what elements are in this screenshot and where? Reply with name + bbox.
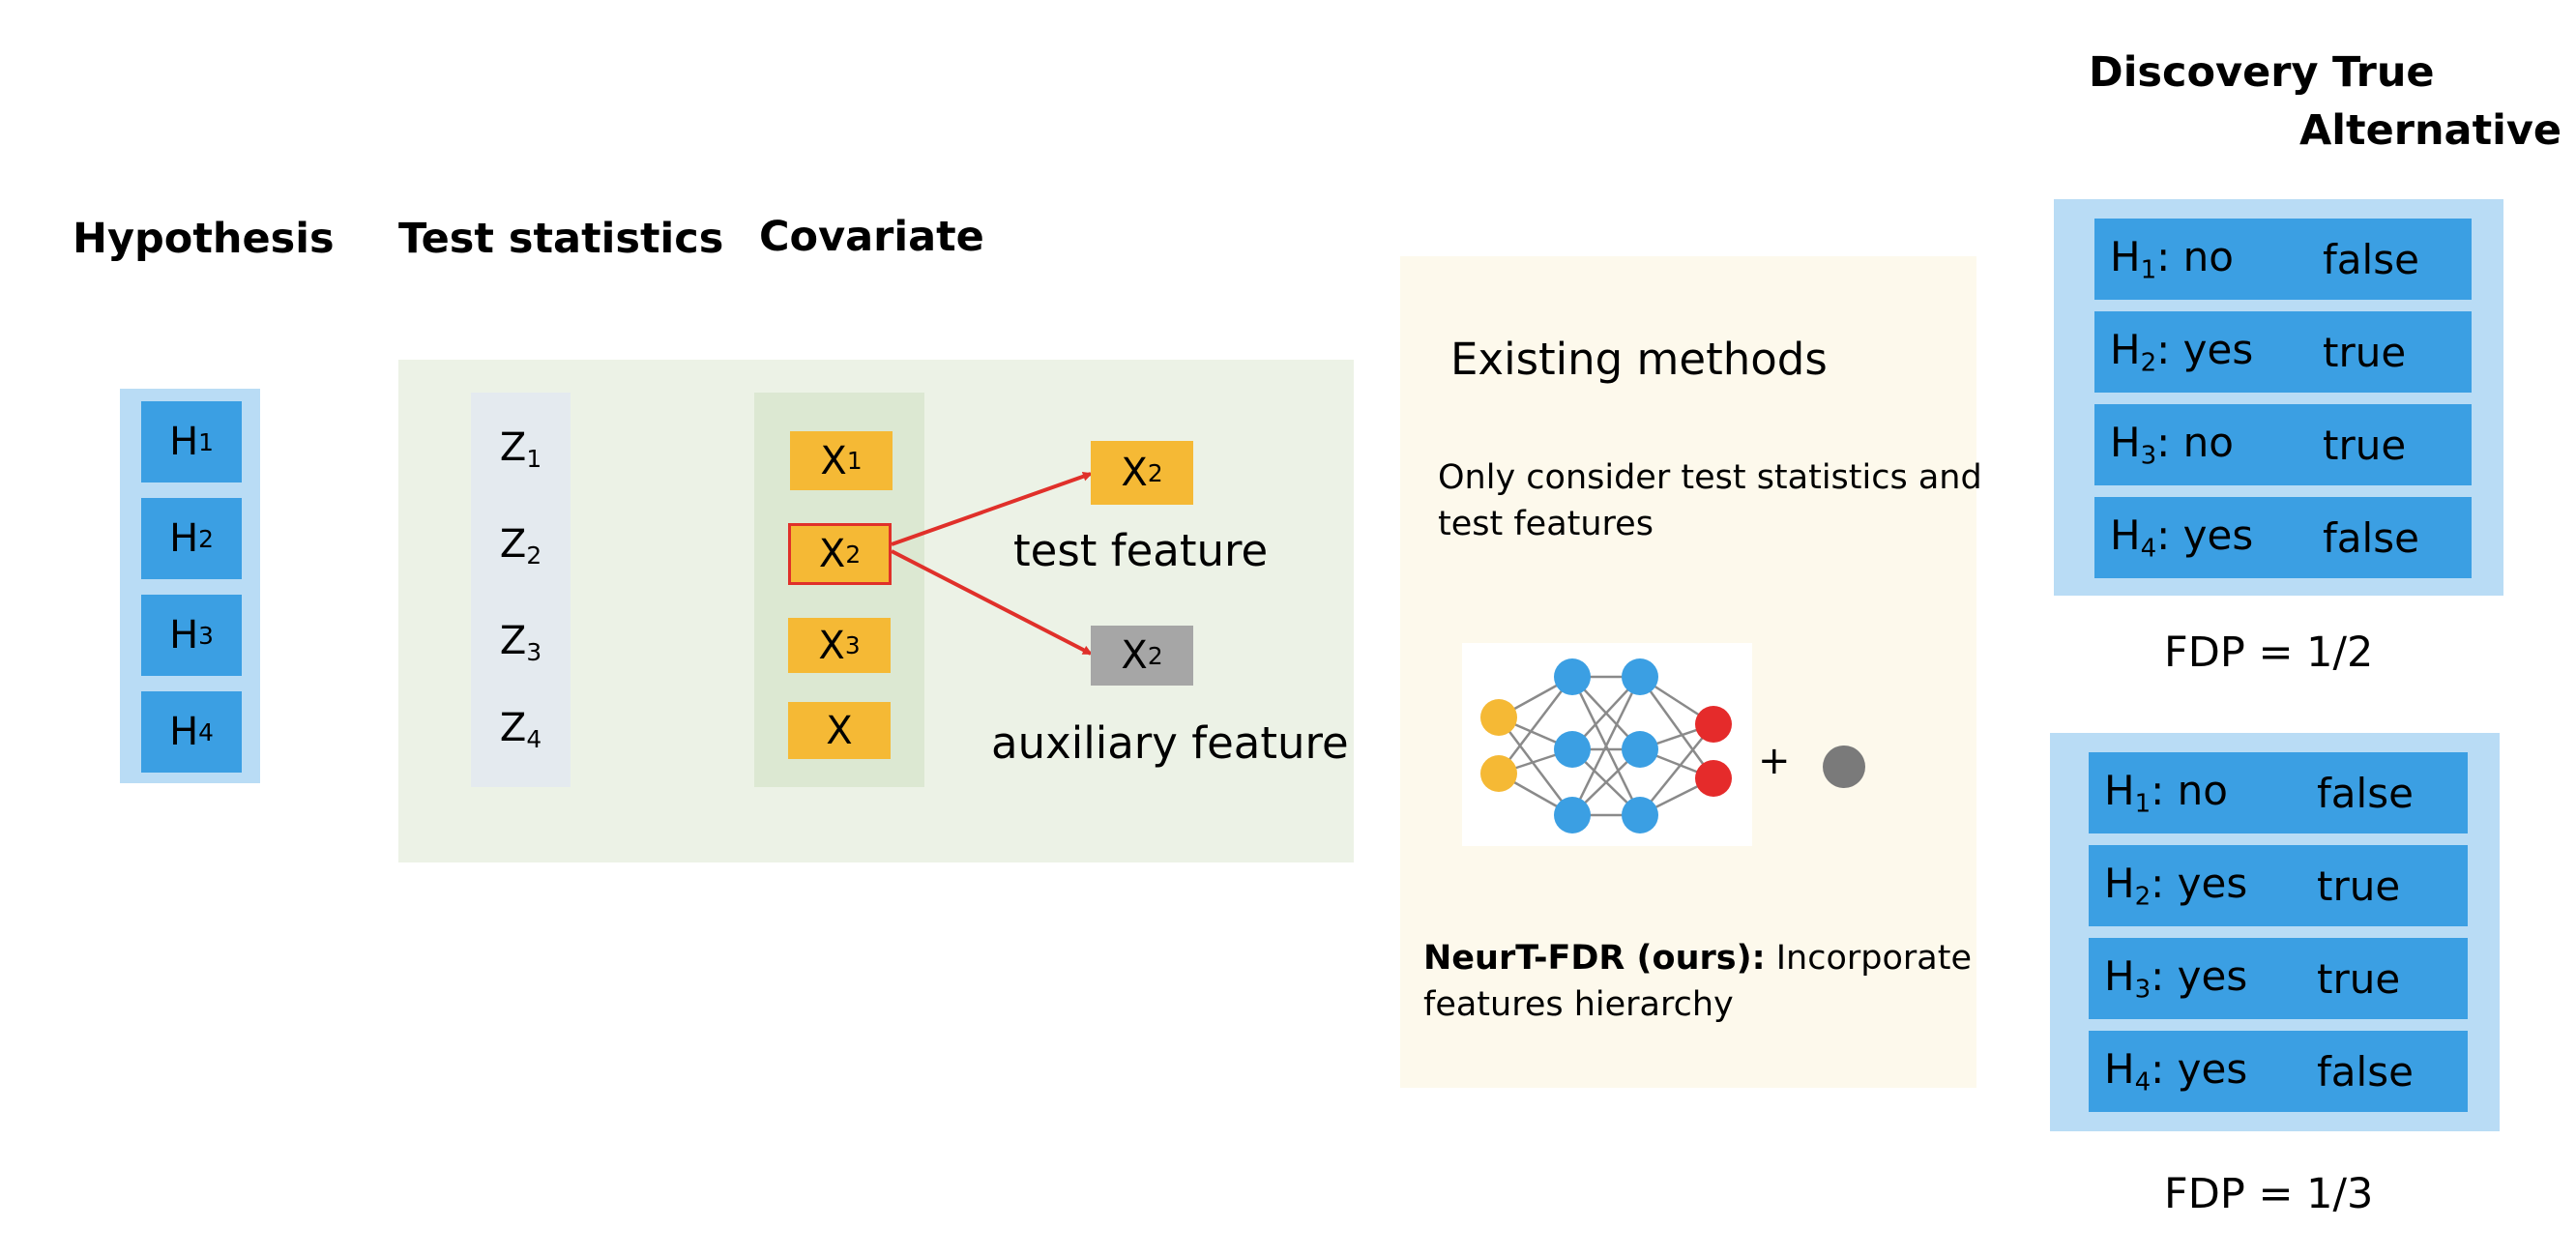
test-statistics-column: [471, 393, 571, 787]
existing-fdp: FDP = 1/2: [2164, 628, 2374, 677]
existing-methods-title: Existing methods: [1450, 334, 1828, 385]
arrow-to-test-feature: [891, 471, 1093, 546]
neurt-fdr-description: NeurT-FDR (ours): Incorporate features h…: [1423, 939, 1973, 1024]
plus-sign: +: [1758, 739, 1791, 783]
neurt-fdr-fdp: FDP = 1/3: [2164, 1170, 2374, 1218]
hypothesis-heading: Hypothesis: [73, 215, 335, 263]
auxiliary-feature-label: auxiliary feature: [991, 717, 1349, 769]
arrow-to-auxiliary-feature: [891, 549, 1093, 656]
true-heading: True: [2332, 48, 2435, 97]
discovery-heading: Discovery: [2089, 48, 2319, 97]
neural-network-icon: [1462, 643, 1752, 846]
neurt-fdr-name: NeurT-FDR (ours):: [1423, 939, 1766, 978]
covariate-heading: Covariate: [759, 213, 984, 261]
covariate-item: X: [788, 702, 891, 759]
test-statistic-item: Z3: [499, 619, 542, 666]
test-statistic-item: Z2: [499, 522, 542, 570]
test-statistics-heading: Test statistics: [398, 215, 724, 263]
existing-methods-description: Only consider test statistics and test f…: [1438, 458, 1982, 543]
alternative-heading: Alternative: [2299, 106, 2562, 155]
test-statistic-item: Z1: [499, 425, 542, 473]
test-statistic-item: Z4: [499, 706, 542, 753]
feature-dot-icon: [1823, 745, 1865, 788]
test-feature-label: test feature: [1013, 525, 1269, 576]
